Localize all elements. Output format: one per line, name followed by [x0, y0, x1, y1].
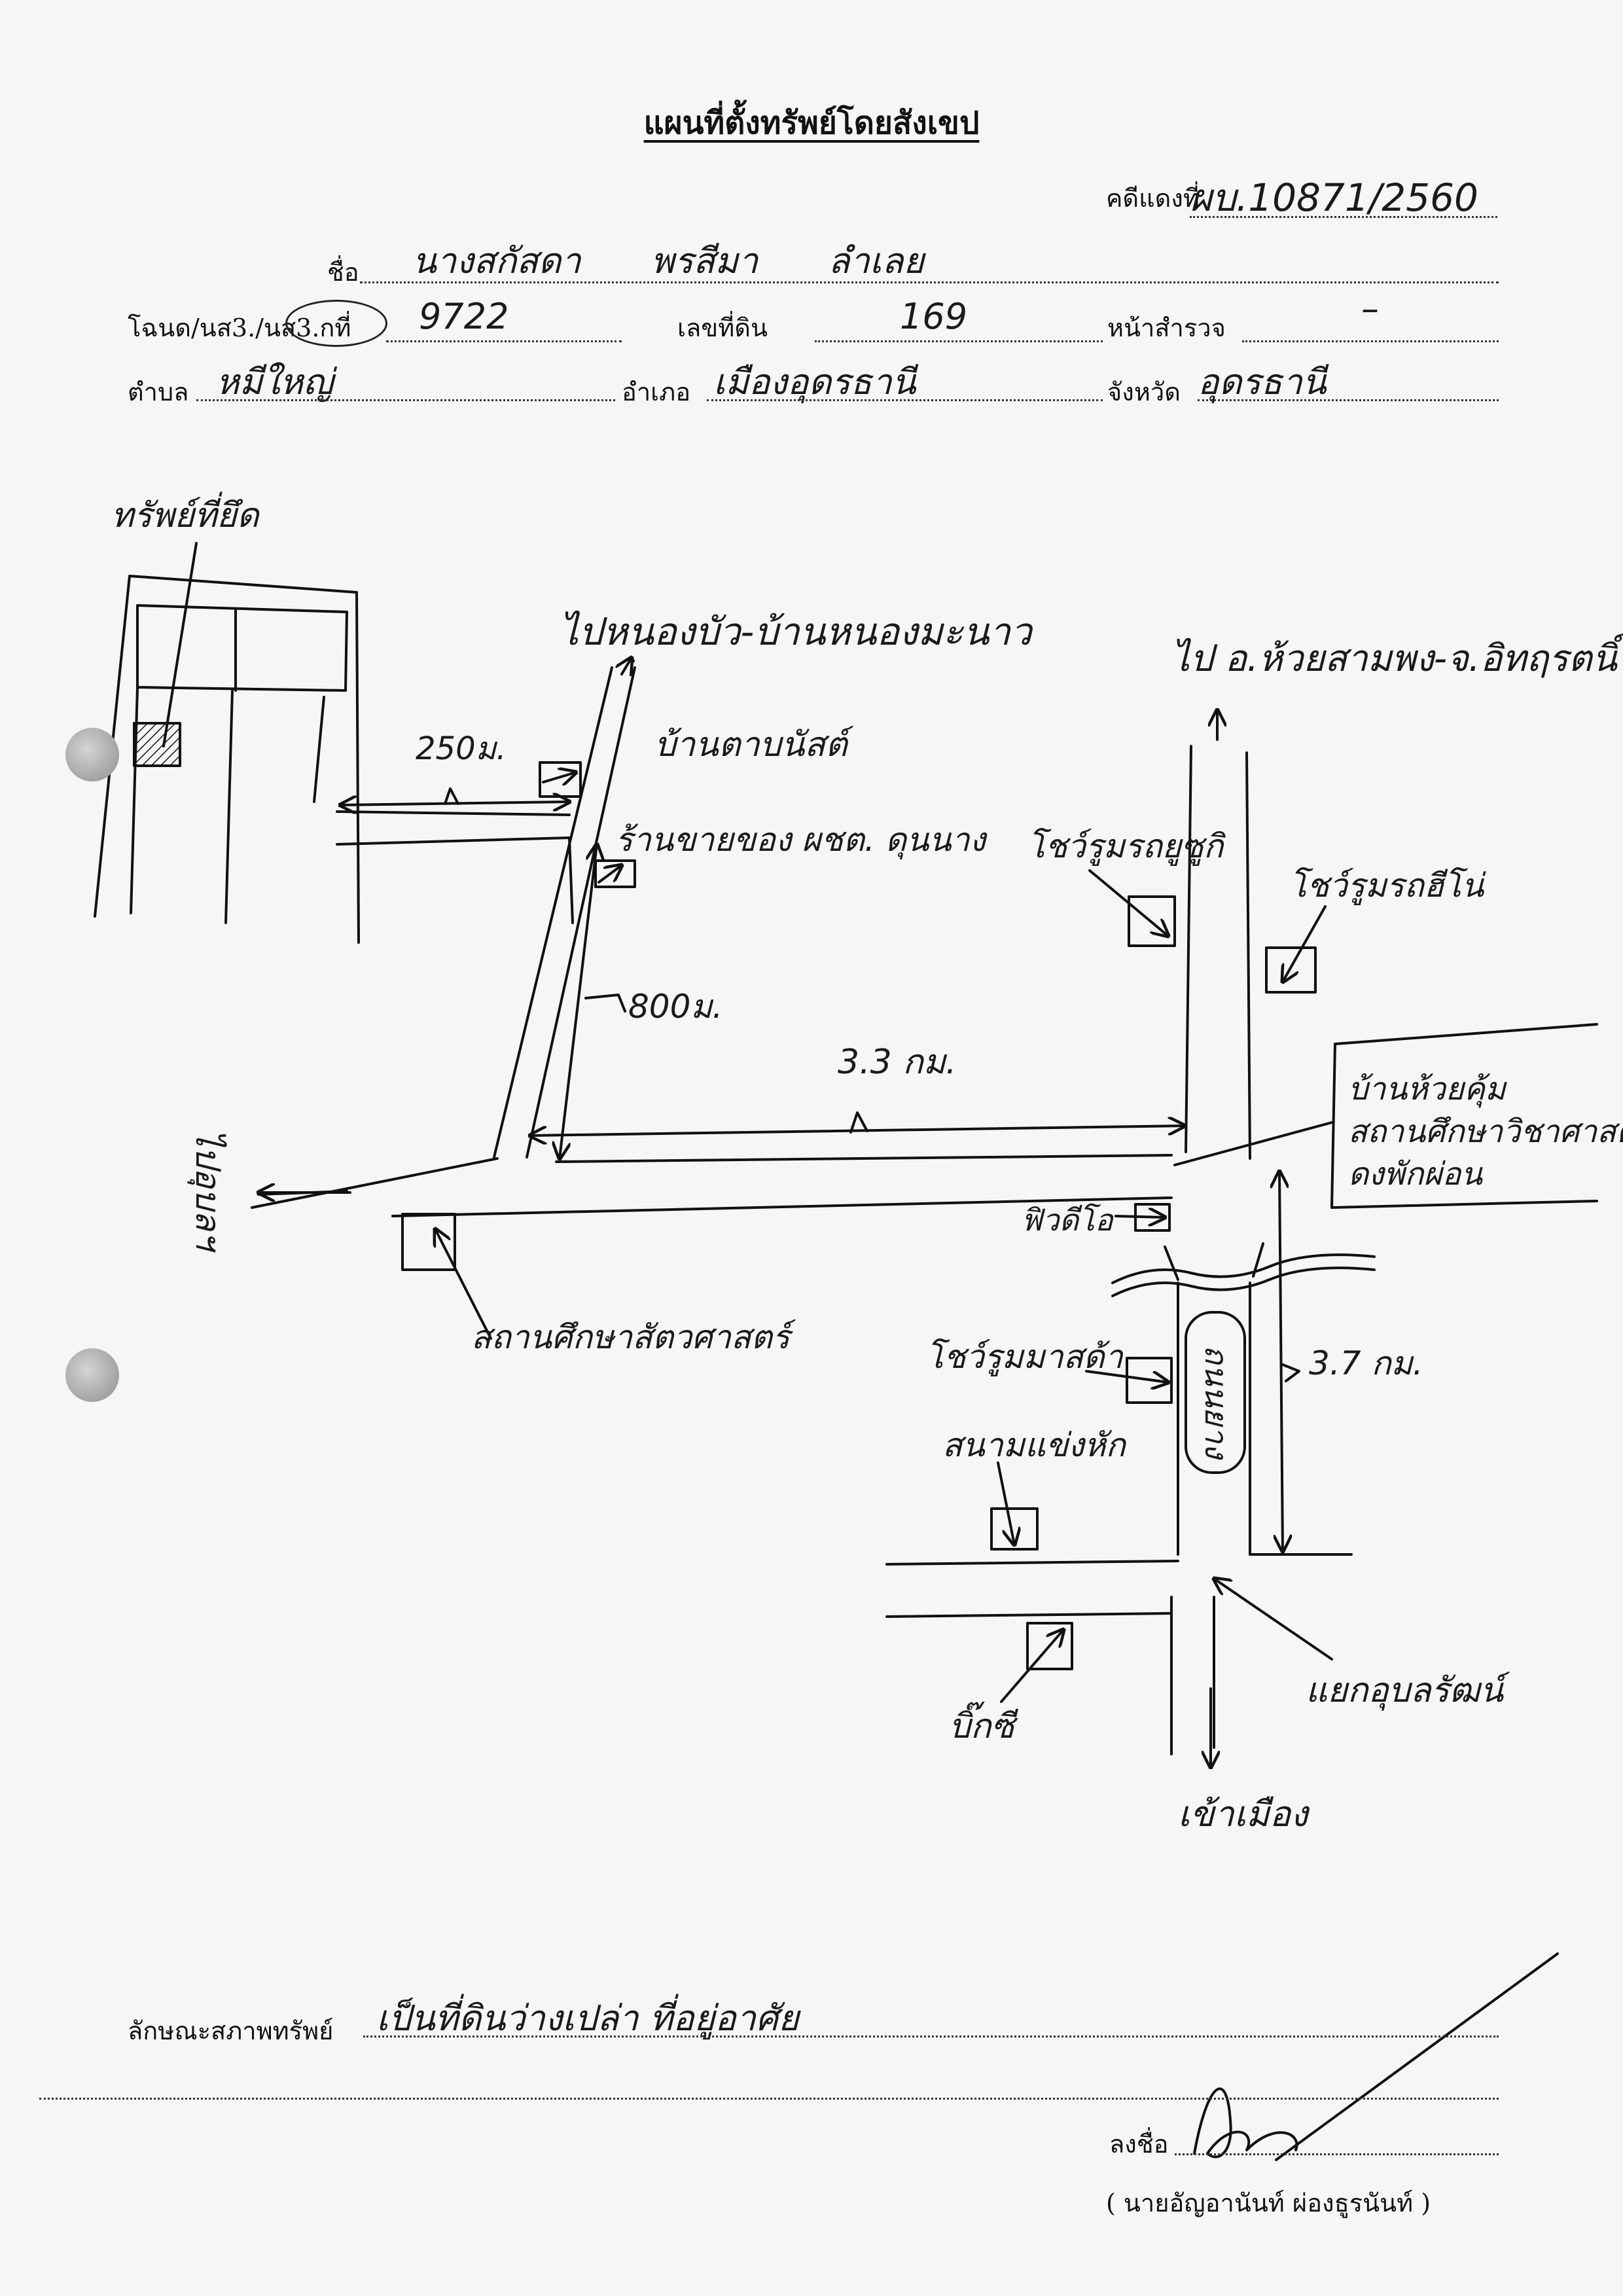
veterinary-label: สถานศึกษาสัตวศาสตร์ [471, 1318, 796, 1356]
province-label: จังหวัด [1107, 378, 1181, 406]
property-condition-label: ลักษณะสภาพทรัพย์ [128, 2017, 334, 2045]
road-name-capsule [1185, 1311, 1246, 1474]
stadium-marker [990, 1507, 1039, 1551]
seized-property-label: ทรัพย์ที่ยึด [111, 492, 260, 535]
signature-line [1175, 2153, 1499, 2155]
property-condition-line [363, 2036, 1499, 2037]
province-value: อุดรธานี [1198, 361, 1327, 403]
dist-3-3-label: 3.3 กม. [838, 1043, 957, 1082]
subdistrict-line [196, 399, 615, 401]
district-line [707, 399, 1103, 401]
stadium-label: สนามแข่งหัก [942, 1426, 1128, 1464]
case-number-line [1190, 216, 1497, 218]
ban-tanamnat-label: บ้านตาบนัสต์ [654, 725, 854, 764]
nongbua-road [493, 666, 636, 1158]
punch-hole-top [65, 728, 119, 781]
subdistrict-label: ตำบล [128, 378, 189, 406]
shop-marker [594, 859, 636, 888]
canal [1111, 1242, 1376, 1297]
big-c-marker [1026, 1622, 1073, 1670]
showroom-1-label: โชว์รูมรถยูซูกิ [1027, 827, 1226, 867]
deed-type-circle [285, 300, 387, 347]
dist-3-3-arrow [530, 1126, 1185, 1136]
name-line [360, 281, 1499, 283]
showroom-2-label: โชว์รูมรถฮีโน่ [1289, 867, 1486, 906]
to-ubon-label: ไปอุบลฯ [187, 1129, 227, 1253]
ban-tanamnat-marker [539, 761, 582, 798]
land-no-line [815, 340, 1103, 342]
punch-hole-bottom [65, 1348, 119, 1402]
province-line [1198, 399, 1499, 401]
nongbua-arrow [622, 658, 632, 674]
blank-line [39, 2098, 1499, 2100]
dist-800-arrow [560, 844, 597, 1158]
dental-label: ฟิวดีโอ [1021, 1202, 1115, 1238]
dongpaiwan-label: ดงพักผ่อน [1348, 1156, 1483, 1193]
name-label: ชื่อ [327, 258, 359, 287]
cross-road [885, 1553, 1353, 1618]
to-huaysamphong-label: ไป อ.ห้วยสามพง-จ.อิทฤรตนิ์ [1171, 632, 1623, 680]
district-label: อำเภอ [622, 378, 691, 406]
dist-250-arrow [340, 802, 569, 805]
signature-label: ลงชื่อ [1109, 2130, 1169, 2159]
veterinary-marker [401, 1213, 456, 1271]
road-name-label: ถนนยาง [1198, 1345, 1234, 1461]
document-title: แผนที่ตั้งทรัพย์โดยสังเขป [643, 105, 980, 141]
ban-huaykhum-label: บ้านห้วยคุ้ม [1348, 1071, 1507, 1108]
survey-page-line [1242, 340, 1499, 342]
deed-value: 9722 [419, 296, 509, 337]
dist-3-7-arrow [1279, 1172, 1283, 1551]
signature [1193, 1952, 1559, 2161]
subdistrict-value: หมีใหญ่ [216, 361, 334, 403]
land-no-value: 169 [900, 296, 968, 337]
signer-name: ( นายอัญอานันท์ ผ่องธูรนันท์ ) [1106, 2189, 1431, 2217]
case-number-value: ผบ.10871/2560 [1190, 175, 1478, 220]
callout-box [1330, 1023, 1598, 1209]
to-nongbua-label: ไปหนองบัว-บ้านหนองมะนาว [560, 609, 1034, 654]
vertical-road-east [1213, 751, 1251, 1749]
seized-pointer-line [162, 542, 198, 747]
kanpasa-label: สถานศึกษาวิชาศาสตร์ [1348, 1113, 1623, 1150]
intersection-label: แยกอุบลรัฒน์ [1306, 1671, 1510, 1711]
vertical-road-west [1170, 745, 1192, 1755]
dist-250-label: 250ม. [416, 730, 507, 767]
case-number-label: คดีแดงที่ [1106, 184, 1200, 213]
dist-800-label: 800ม. [628, 988, 722, 1026]
callout-pointer [1173, 1121, 1333, 1166]
showroom-3-marker [1126, 1357, 1173, 1404]
district-value: เมืองอุดรธานี [713, 361, 916, 403]
seized-plot-marker [133, 722, 181, 767]
name-value: นางสกัสดา พรสีมา ลำเลย [412, 240, 925, 281]
land-no-label: เลขที่ดิน [677, 314, 768, 342]
showroom-3-label: โชว์รูมมาสด้า [926, 1338, 1124, 1377]
soi-road [336, 810, 574, 924]
survey-page-value: – [1361, 288, 1379, 329]
showroom-1-marker [1128, 895, 1176, 947]
showroom-2-marker [1265, 946, 1317, 994]
big-c-label: บิ๊กซี [949, 1701, 1019, 1746]
property-condition-value: เป็นที่ดินว่างเปล่า ที่อยู่อาศัย [376, 1998, 799, 2039]
survey-page-label: หน้าสำรวจ [1107, 314, 1226, 342]
shop-label: ร้านขายของ ผชต. ดุนนาง [615, 821, 988, 860]
dist-3-7-label: 3.7 กม. [1309, 1344, 1423, 1382]
to-city-label: เข้าเมือง [1178, 1793, 1310, 1835]
deed-line [386, 340, 622, 342]
intersection-pointer [1214, 1579, 1333, 1660]
